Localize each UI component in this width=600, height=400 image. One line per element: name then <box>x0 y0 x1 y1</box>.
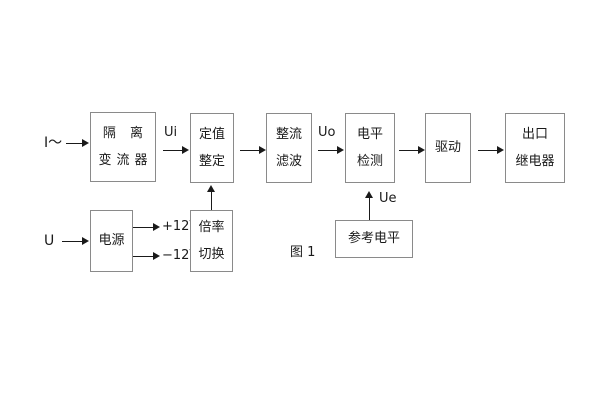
block-reference-level[interactable]: 参考电平 <box>335 220 413 258</box>
input-label-voltage: U <box>44 233 55 249</box>
lead-reference-to-level <box>369 198 370 220</box>
lead-voltage-input <box>62 241 82 242</box>
rail-label-positive-12v: +12V <box>162 219 199 234</box>
block-power-supply-line1: 电源 <box>98 233 125 249</box>
block-driver[interactable]: 驱动 <box>425 113 471 183</box>
block-power-supply[interactable]: 电源 <box>90 210 133 272</box>
arrowhead-negative-12v <box>153 251 160 260</box>
block-driver-line1: 驱动 <box>434 140 461 156</box>
block-output-relay-line1: 出口 <box>521 126 548 142</box>
rail-label-negative-12v: −12V <box>162 248 199 263</box>
figure-caption: 图 1 <box>290 245 316 260</box>
signal-label-uo: Uo <box>318 125 336 140</box>
block-isolation-transformer-line2: 变流器 <box>98 152 153 168</box>
input-label-current: I～ <box>44 135 63 151</box>
block-level-detection-line2: 检测 <box>356 153 383 169</box>
block-setting-value-line1: 定值 <box>198 126 225 142</box>
lead-current-input <box>66 143 82 144</box>
block-level-detection[interactable]: 电平 检测 <box>345 113 395 183</box>
block-output-relay[interactable]: 出口 继电器 <box>505 113 565 183</box>
block-multiplier-switch[interactable]: 倍率 切换 <box>190 210 233 272</box>
block-level-detection-line1: 电平 <box>356 126 383 142</box>
lead-positive-12v <box>133 227 153 228</box>
lead-setting-to-rectifier <box>240 150 259 151</box>
arrowhead-multiplier-to-setting <box>206 185 215 192</box>
lead-driver-to-relay <box>478 150 497 151</box>
block-isolation-transformer[interactable]: 隔 离 变流器 <box>90 112 156 182</box>
block-multiplier-switch-line1: 倍率 <box>198 219 225 235</box>
lead-multiplier-to-setting <box>211 191 212 210</box>
arrowhead-level-to-driver <box>418 145 425 154</box>
block-rectifier-filter-line2: 滤波 <box>275 153 302 169</box>
block-reference-level-line1: 参考电平 <box>347 231 400 247</box>
lead-negative-12v <box>133 256 153 257</box>
arrowhead-driver-to-relay <box>497 145 504 154</box>
arrowhead-positive-12v <box>153 222 160 231</box>
block-output-relay-line2: 继电器 <box>515 153 555 169</box>
block-setting-value[interactable]: 定值 整定 <box>190 113 234 183</box>
arrowhead-uo <box>337 145 344 154</box>
lead-ui <box>163 150 182 151</box>
block-rectifier-filter[interactable]: 整流 滤波 <box>266 113 312 183</box>
arrowhead-reference-to-level <box>364 191 373 198</box>
lead-uo <box>318 150 337 151</box>
block-setting-value-line2: 整定 <box>198 153 225 169</box>
block-rectifier-filter-line1: 整流 <box>275 126 302 142</box>
arrowhead-voltage-input <box>82 236 89 245</box>
block-isolation-transformer-line1: 隔 离 <box>102 125 149 141</box>
block-multiplier-switch-line2: 切换 <box>198 246 225 262</box>
arrowhead-setting-to-rectifier <box>259 145 266 154</box>
arrowhead-ui <box>182 145 189 154</box>
signal-label-ue: Ue <box>379 191 397 206</box>
lead-level-to-driver <box>399 150 418 151</box>
arrowhead-current-input <box>82 138 89 147</box>
signal-label-ui: Ui <box>164 125 178 140</box>
